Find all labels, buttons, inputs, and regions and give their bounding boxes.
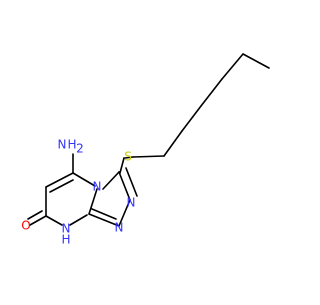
- bond-n1-c8a-double: [91, 208, 117, 220]
- amino-h-label: H: [67, 138, 76, 152]
- bond-c7-o-double: [27, 210, 43, 220]
- sulfur-label: S: [124, 150, 132, 164]
- amino-n-label: N: [58, 138, 67, 152]
- bond-chain-6: [132, 155, 165, 158]
- bonds: [27, 53, 270, 227]
- nh-h-label: H: [61, 233, 70, 247]
- bond-chain-4: [181, 105, 202, 132]
- bond-c5-c6-double: [49, 179, 74, 193]
- ring-n-upper-label: N: [127, 196, 136, 210]
- bond-n2-n1: [118, 199, 131, 227]
- molecule-structure: N H 2 S N N N O N H: [21, 53, 270, 247]
- molecule-diagram: N H 2 S N N N O N H: [21, 53, 270, 247]
- bond-c3-n4: [102, 171, 120, 190]
- bond-chain-2: [221, 53, 244, 80]
- ring-n-lower-label: N: [115, 221, 124, 235]
- bond-c5-c6: [45, 172, 74, 188]
- nh-n-label: N: [62, 222, 71, 236]
- bond-n8-c8a: [69, 214, 88, 226]
- amino-subscript-label: 2: [76, 142, 84, 156]
- bond-c7-o: [29, 215, 47, 226]
- bond-c3-n2-double: [125, 167, 138, 197]
- bond-chain-5: [163, 130, 183, 157]
- bond-c8a-n4: [88, 188, 98, 215]
- bond-chain-3: [200, 78, 223, 107]
- bond-c3-n2: [118, 171, 131, 201]
- bond-chain-s: [124, 156, 134, 159]
- bond-chain-1: [242, 53, 270, 69]
- ring-n-bridge-label: N: [93, 180, 102, 194]
- bond-n1-c8a: [88, 213, 120, 227]
- bond-c7-n8: [45, 215, 63, 226]
- atom-labels: N H 2 S N N N O N H: [21, 138, 135, 247]
- carbonyl-o-label: O: [21, 219, 30, 233]
- bond-n4-c5: [72, 172, 96, 187]
- bond-s-c3: [119, 157, 125, 174]
